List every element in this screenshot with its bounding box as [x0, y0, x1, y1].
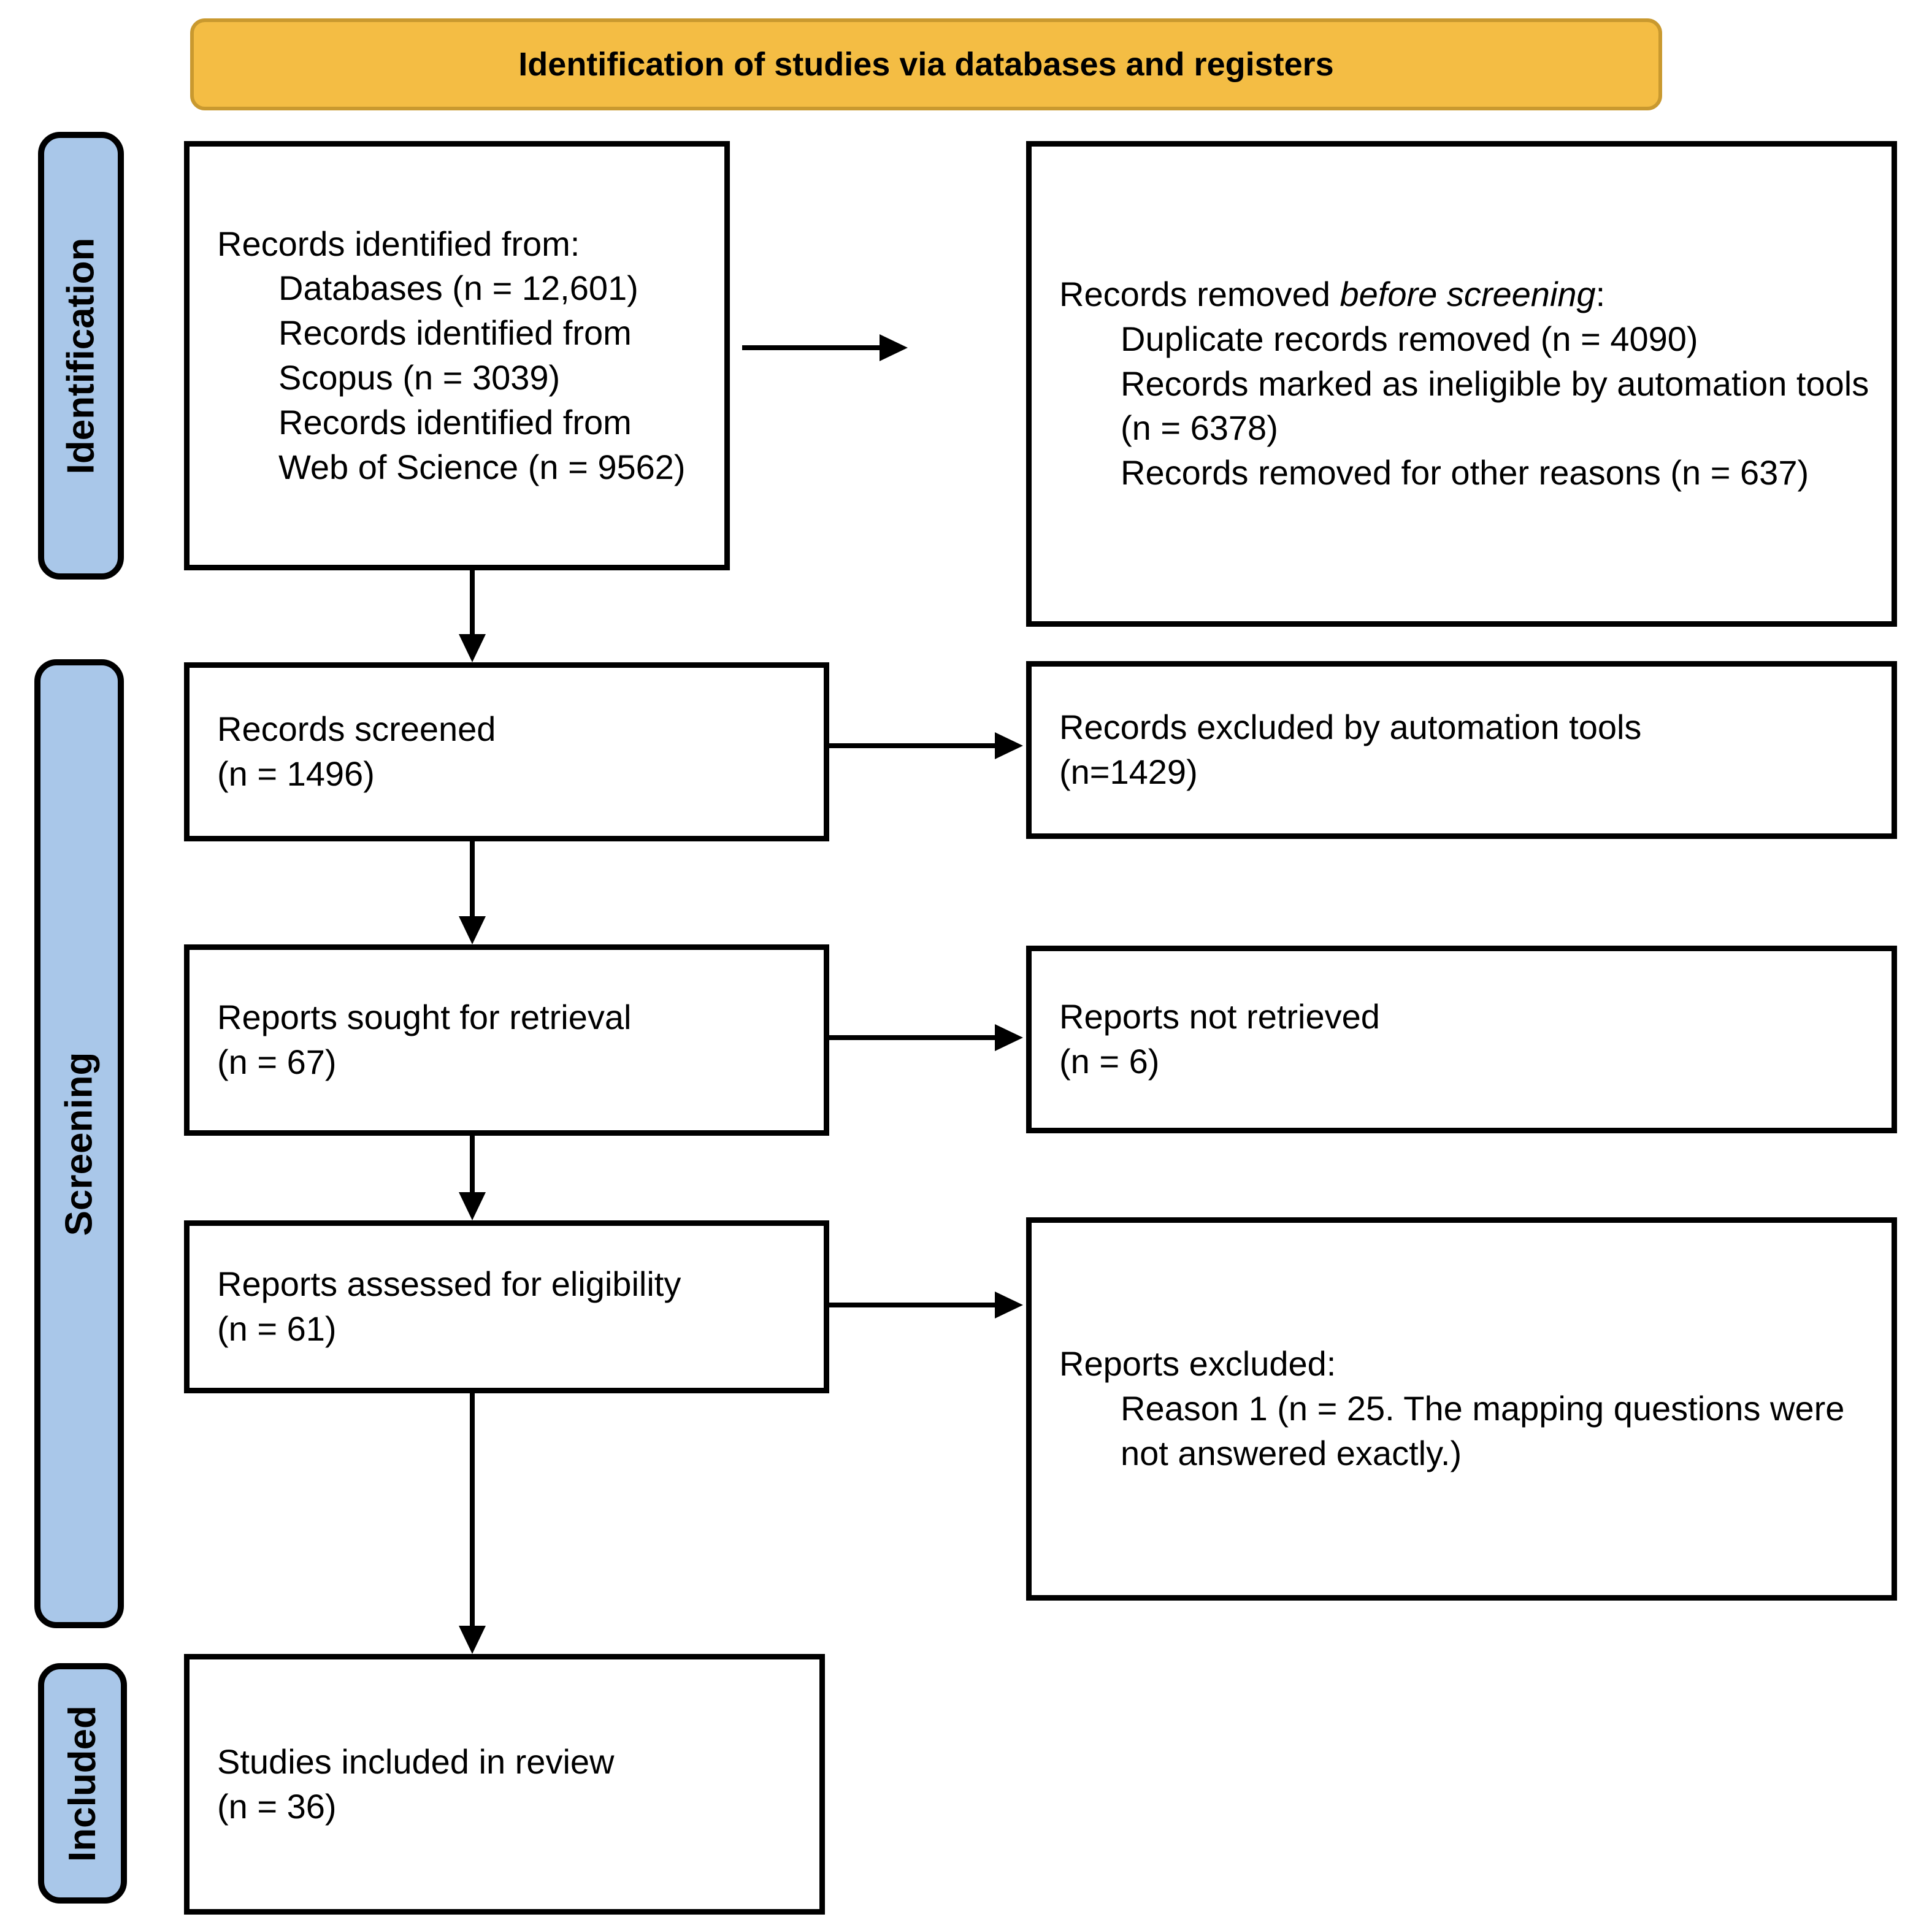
box-line: (n = 61) [217, 1309, 337, 1348]
box-line: Studies included in review [217, 1742, 615, 1781]
box-line: Records identified from [278, 313, 632, 353]
box-reports-not-retrieved: Reports not retrieved (n = 6) [1026, 946, 1897, 1133]
box-line: Records removed for other reasons (n = 6… [1121, 453, 1809, 492]
box-reports-assessed-for-eligibility: Reports assessed for eligibility (n = 61… [184, 1220, 829, 1393]
box-line: Reason 1 (n = 25. The mapping questions … [1121, 1389, 1845, 1472]
box-line: (n = 67) [217, 1043, 337, 1081]
arrow-assessed-to-included-icon [459, 1393, 486, 1654]
arrow-sought-to-notretrieved-icon [829, 1024, 1023, 1051]
stage-label-included: Included [38, 1663, 127, 1904]
box-line: Reports sought for retrieval [217, 998, 632, 1037]
box-line: Records identified from: [217, 224, 580, 263]
box-line: (n = 6) [1059, 1042, 1160, 1081]
box-line: Records identified from [278, 402, 632, 442]
arrow-identified-to-screened-icon [459, 570, 486, 662]
stage-label-identification-text: Identification [59, 237, 102, 474]
stage-label-included-text: Included [61, 1705, 104, 1862]
banner-title: Identification of studies via databases … [518, 46, 1334, 83]
box-reports-excluded: Reports excluded: Reason 1 (n = 25. The … [1026, 1217, 1897, 1601]
box-reports-sought-for-retrieval: Reports sought for retrieval (n = 67) [184, 944, 829, 1136]
arrow-screened-to-excluded-icon [829, 732, 1023, 759]
arrow-sought-to-assessed-icon [459, 1136, 486, 1220]
box-records-removed-before-screening: Records removed before screening: Duplic… [1026, 141, 1897, 627]
arrow-identified-to-removed-icon [742, 334, 908, 361]
box-line-italic: before screening [1340, 275, 1596, 313]
box-line: Reports assessed for eligibility [217, 1265, 681, 1304]
box-line: Records removed before screening: [1059, 272, 1873, 317]
arrow-assessed-to-excluded-icon [829, 1292, 1023, 1318]
box-line-prefix: Records removed [1059, 275, 1340, 313]
box-line: Reports excluded: [1059, 1344, 1336, 1383]
box-line: Scopus (n = 3039) [278, 358, 561, 397]
box-line: (n = 1496) [217, 754, 375, 793]
box-line-suffix: : [1595, 275, 1606, 313]
box-line: (n = 36) [217, 1786, 337, 1826]
stage-label-screening: Screening [34, 659, 124, 1628]
stage-label-identification: Identification [38, 132, 124, 580]
box-line: Records excluded by automation tools [1059, 708, 1642, 747]
stage-label-screening-text: Screening [58, 1052, 101, 1236]
box-line: Reports not retrieved [1059, 997, 1380, 1036]
box-line: Web of Science (n = 9562) [278, 447, 686, 486]
box-line: Records marked as ineligible by automati… [1121, 364, 1869, 448]
box-line: (n=1429) [1059, 752, 1198, 791]
box-line: Databases (n = 12,601) [278, 269, 638, 308]
banner-identification-via-databases: Identification of studies via databases … [190, 18, 1662, 110]
box-records-screened: Records screened (n = 1496) [184, 662, 829, 841]
arrow-screened-to-sought-icon [459, 841, 486, 944]
box-records-excluded-by-automation: Records excluded by automation tools (n=… [1026, 661, 1897, 839]
box-line: Duplicate records removed (n = 4090) [1121, 319, 1698, 358]
box-line: Records screened [217, 710, 496, 749]
box-studies-included-in-review: Studies included in review (n = 36) [184, 1654, 825, 1915]
box-records-identified: Records identified from: Databases (n = … [184, 141, 730, 570]
